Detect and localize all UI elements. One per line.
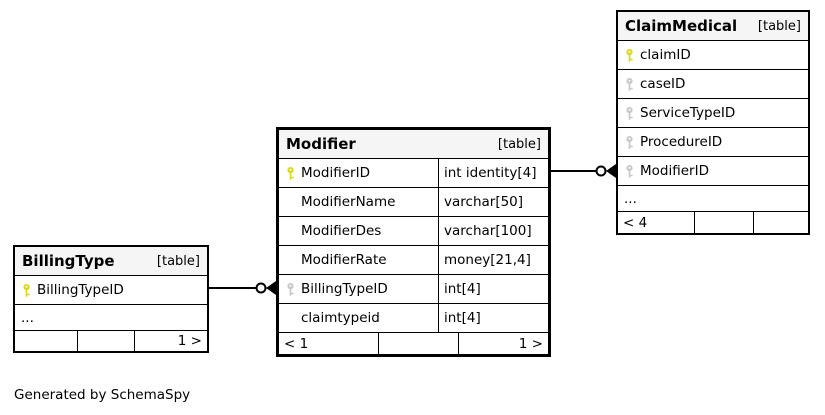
table-row: ModifierID int identity[4] <box>279 159 548 188</box>
footer-related-count: < 1 <box>284 335 309 352</box>
table-row: claimID <box>618 41 808 70</box>
column-name: BillingTypeID <box>301 281 388 297</box>
column-type: money[21,4] <box>438 246 548 274</box>
table-columns: ModifierID int identity[4] ModifierName … <box>279 159 548 333</box>
table-row: BillingTypeID int[4] <box>279 275 548 304</box>
column-type: int identity[4] <box>438 159 548 187</box>
table-row: ModifierName varchar[50] <box>279 188 548 217</box>
table-header[interactable]: ClaimMedical [table] <box>618 12 808 41</box>
index-key-icon <box>618 77 640 92</box>
zero-circle-icon <box>255 282 267 294</box>
column-type: varchar[50] <box>438 188 548 216</box>
table-modifier: Modifier [table] ModifierID int identity… <box>276 127 551 357</box>
primary-key-icon <box>279 166 301 181</box>
table-tag: [table] <box>757 18 801 34</box>
table-row: claimtypeid int[4] <box>279 304 548 333</box>
footer-children-count: 1 > <box>134 331 207 351</box>
table-columns: BillingTypeID <box>15 276 207 305</box>
column-name: ProcedureID <box>640 134 723 150</box>
crowfoot-icon <box>266 281 276 295</box>
table-row: ModifierDes varchar[100] <box>279 217 548 246</box>
table-footer: < 4 <box>618 212 808 233</box>
index-key-icon <box>618 106 640 121</box>
table-row: ServiceTypeID <box>618 99 808 128</box>
column-name: claimtypeid <box>301 310 380 326</box>
index-key-icon <box>279 282 301 297</box>
footer-children-count: 1 > <box>458 333 548 354</box>
table-row: ModifierID <box>618 157 808 186</box>
primary-key-icon <box>618 48 640 63</box>
column-type: int[4] <box>438 275 548 303</box>
column-type: int[4] <box>438 304 548 332</box>
ellipsis-row: ... <box>15 305 207 331</box>
table-billingtype: BillingType [table] BillingTypeID ... 1 … <box>13 245 209 353</box>
index-key-icon <box>618 135 640 150</box>
footer-middle-cell <box>378 333 458 354</box>
table-row: ProcedureID <box>618 128 808 157</box>
footer-middle-cell <box>77 331 134 351</box>
table-title[interactable]: ClaimMedical <box>625 17 738 35</box>
ellipsis-row: ... <box>618 186 808 212</box>
table-title[interactable]: Modifier <box>286 135 356 153</box>
relationship-modifier-claimmedical <box>551 164 616 178</box>
column-name: claimID <box>640 47 691 63</box>
crowfoot-icon <box>606 164 616 178</box>
footer-children-count <box>753 212 808 233</box>
table-tag: [table] <box>156 253 200 269</box>
footer-related-count: < 4 <box>623 214 648 231</box>
table-claimmedical: ClaimMedical [table] claimID caseID <box>616 10 810 235</box>
zero-circle-icon <box>595 165 607 177</box>
column-name: ServiceTypeID <box>640 105 736 121</box>
table-row: ModifierRate money[21,4] <box>279 246 548 275</box>
footer-middle-cell <box>694 212 753 233</box>
table-footer: 1 > <box>15 331 207 351</box>
table-tag: [table] <box>497 136 541 152</box>
table-header[interactable]: BillingType [table] <box>15 247 207 276</box>
column-name: ModifierRate <box>301 252 387 268</box>
column-name: ModifierID <box>640 163 709 179</box>
column-name: caseID <box>640 76 686 92</box>
table-columns: claimID caseID ServiceTypeID <box>618 41 808 186</box>
table-title[interactable]: BillingType <box>22 252 115 270</box>
table-row: caseID <box>618 70 808 99</box>
column-name: BillingTypeID <box>37 282 124 298</box>
column-name: ModifierDes <box>301 223 382 239</box>
generator-caption: Generated by SchemaSpy <box>14 387 191 403</box>
table-footer: < 1 1 > <box>279 333 548 354</box>
table-header[interactable]: Modifier [table] <box>279 130 548 159</box>
index-key-icon <box>618 164 640 179</box>
footer-related-count <box>15 331 77 351</box>
relationship-billingtype-modifier <box>209 281 276 295</box>
table-row: BillingTypeID <box>15 276 207 305</box>
column-name: ModifierID <box>301 165 370 181</box>
primary-key-icon <box>15 283 37 298</box>
column-name: ModifierName <box>301 194 396 210</box>
column-type: varchar[100] <box>438 217 548 245</box>
